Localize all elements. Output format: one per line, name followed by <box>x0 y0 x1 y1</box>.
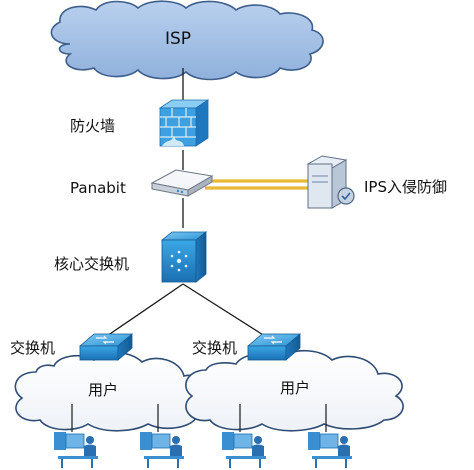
users-left-label: 用户 <box>88 381 118 399</box>
switch-right-label: 交换机 <box>192 339 237 357</box>
firewall-icon <box>158 99 210 147</box>
distribution-links <box>103 283 269 339</box>
isp-cloud: ISP <box>50 0 324 81</box>
panabit-appliance-icon <box>150 169 214 197</box>
isp-label: ISP <box>165 29 191 49</box>
workstation-icon <box>54 432 98 468</box>
user-drop-lines <box>71 404 327 432</box>
ips-server-icon <box>306 155 355 209</box>
workstation-icon <box>222 432 266 468</box>
access-switch-left-icon <box>78 333 134 361</box>
user-cloud-left: 用户 <box>14 351 214 432</box>
access-switch-right-icon <box>246 333 302 361</box>
core-switch-label: 核心交换机 <box>54 255 129 273</box>
workstation-icon <box>308 432 352 468</box>
switch-left-label: 交换机 <box>10 339 55 357</box>
firewall-label: 防火墙 <box>70 117 115 135</box>
mirror-links <box>205 179 308 190</box>
users-right-label: 用户 <box>280 379 310 397</box>
user-cloud-right: 用户 <box>185 349 404 432</box>
ips-label: IPS入侵防御 <box>364 178 447 196</box>
workstation-icon <box>140 432 184 468</box>
panabit-label: Panabit <box>70 179 126 197</box>
core-switch-icon <box>160 231 208 283</box>
